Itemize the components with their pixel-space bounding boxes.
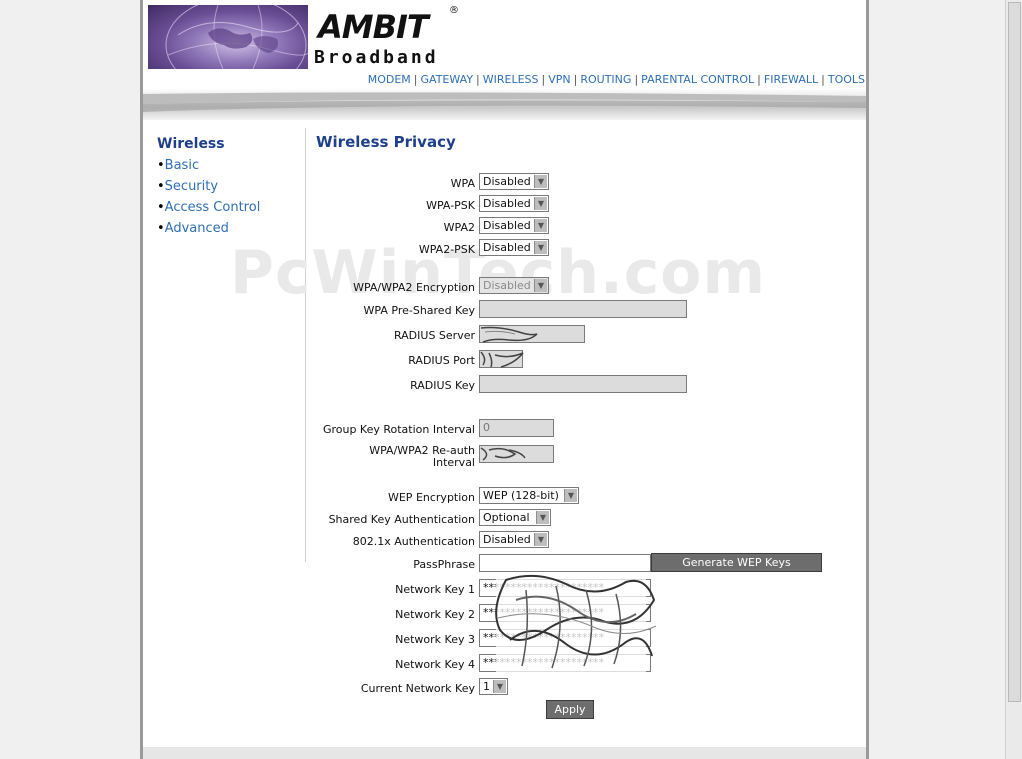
nav-routing[interactable]: ROUTING bbox=[580, 73, 632, 86]
network-key-3-input[interactable]: ********************** bbox=[479, 629, 651, 647]
dot1x-auth-select-value: Disabled bbox=[483, 533, 531, 546]
wpa-psk-select[interactable]: Disabled▼ bbox=[479, 195, 549, 212]
wpa-select-value: Disabled bbox=[483, 175, 531, 188]
wpa2-label: WPA2 bbox=[443, 221, 475, 234]
sidebar-menu: •Basic •Security •Access Control •Advanc… bbox=[157, 157, 260, 241]
wpa2-select[interactable]: Disabled▼ bbox=[479, 217, 549, 234]
chevron-down-icon: ▼ bbox=[564, 489, 577, 502]
radius-server-label: RADIUS Server bbox=[393, 329, 475, 342]
network-key-2-input[interactable]: ********************** bbox=[479, 604, 651, 622]
passphrase-input[interactable] bbox=[479, 554, 651, 572]
chevron-down-icon: ▼ bbox=[534, 533, 547, 546]
nav-separator: | bbox=[573, 73, 578, 86]
chevron-down-icon: ▼ bbox=[534, 279, 547, 292]
brand-logo-ambit: AMBIT bbox=[318, 8, 429, 46]
apply-button[interactable]: Apply bbox=[546, 700, 594, 719]
radius-port-label: RADIUS Port bbox=[408, 354, 475, 367]
nav-tools[interactable]: TOOLS bbox=[827, 73, 865, 86]
wpa2-select-value: Disabled bbox=[483, 219, 531, 232]
current-network-key-select[interactable]: 1▼ bbox=[479, 678, 508, 695]
footer-bar bbox=[143, 747, 866, 759]
nav-separator: | bbox=[757, 73, 761, 86]
nav-firewall[interactable]: FIREWALL bbox=[763, 73, 819, 86]
brand-tagline: Broadband bbox=[314, 47, 439, 68]
chevron-down-icon: ▼ bbox=[534, 219, 547, 232]
sidebar-item-access-control: •Access Control bbox=[157, 200, 261, 215]
psk-label: WPA Pre-Shared Key bbox=[363, 304, 475, 317]
current-network-key-label: Current Network Key bbox=[360, 682, 475, 695]
nav-separator: | bbox=[541, 73, 546, 86]
wpa-label: WPA bbox=[450, 177, 475, 190]
nav-gateway[interactable]: GATEWAY bbox=[420, 73, 474, 86]
reauth-interval-label-line1: WPA/WPA2 Re-auth bbox=[369, 444, 475, 457]
chevron-down-icon: ▼ bbox=[493, 680, 506, 693]
wpa2-psk-select[interactable]: Disabled▼ bbox=[479, 239, 549, 256]
passphrase-label: PassPhrase bbox=[413, 558, 475, 571]
nav-wireless[interactable]: WIRELESS bbox=[482, 73, 539, 86]
header-swoosh-divider bbox=[143, 88, 866, 120]
nav-separator: | bbox=[413, 73, 418, 86]
group-key-rotation-input[interactable]: 0 bbox=[479, 419, 554, 437]
wep-encryption-select[interactable]: WEP (128-bit) ▼ bbox=[479, 487, 579, 504]
nav-separator: | bbox=[476, 73, 480, 86]
sidebar-link-access-control[interactable]: Access Control bbox=[164, 200, 261, 215]
shared-key-auth-select-value: Optional bbox=[483, 511, 530, 524]
scrollbar-thumb[interactable] bbox=[1008, 2, 1021, 702]
wpa-encryption-select-value: Disabled bbox=[483, 279, 531, 292]
wpa-encryption-label: WPA/WPA2 Encryption bbox=[353, 281, 475, 294]
radius-key-input[interactable] bbox=[479, 375, 687, 393]
chevron-down-icon: ▼ bbox=[534, 175, 547, 188]
reauth-interval-label-line2: Interval bbox=[432, 456, 475, 469]
nav-separator: | bbox=[821, 73, 825, 86]
page-title: Wireless Privacy bbox=[316, 133, 456, 151]
wpa-psk-select-value: Disabled bbox=[483, 197, 531, 210]
sidebar-item-security: •Security bbox=[157, 179, 219, 194]
sidebar-link-security[interactable]: Security bbox=[164, 179, 219, 194]
registered-mark: ® bbox=[449, 5, 459, 16]
wep-encryption-label: WEP Encryption bbox=[387, 491, 475, 504]
chevron-down-icon: ▼ bbox=[536, 511, 549, 524]
shared-key-auth-select[interactable]: Optional ▼ bbox=[479, 509, 551, 526]
wep-encryption-select-value: WEP (128-bit) bbox=[483, 489, 559, 502]
sidebar-link-basic[interactable]: Basic bbox=[164, 158, 200, 173]
reauth-interval-input[interactable] bbox=[479, 445, 554, 463]
network-key-1-input[interactable]: ********************** bbox=[479, 579, 651, 597]
wpa-encryption-select[interactable]: Disabled▼ bbox=[479, 277, 549, 294]
globe-banner-image bbox=[148, 5, 308, 69]
sidebar-item-advanced: •Advanced bbox=[157, 221, 229, 236]
nav-vpn[interactable]: VPN bbox=[548, 73, 571, 86]
vertical-scrollbar[interactable] bbox=[1005, 0, 1022, 759]
dot1x-auth-label: 802.1x Authentication bbox=[352, 535, 475, 548]
wpa2-psk-select-value: Disabled bbox=[483, 241, 531, 254]
sidebar-link-advanced[interactable]: Advanced bbox=[164, 221, 229, 236]
dot1x-auth-select[interactable]: Disabled▼ bbox=[479, 531, 549, 548]
network-key-4-input[interactable]: ********************** bbox=[479, 654, 651, 672]
wpa-select[interactable]: Disabled▼ bbox=[479, 173, 549, 190]
current-network-key-select-value: 1 bbox=[483, 680, 490, 693]
chevron-down-icon: ▼ bbox=[534, 197, 547, 210]
radius-key-label: RADIUS Key bbox=[410, 379, 475, 392]
network-key-2-label: Network Key 2 bbox=[395, 608, 475, 621]
chevron-down-icon: ▼ bbox=[534, 241, 547, 254]
shared-key-auth-label: Shared Key Authentication bbox=[328, 513, 475, 526]
radius-server-input[interactable] bbox=[479, 325, 585, 343]
sidebar-title: Wireless bbox=[157, 136, 225, 152]
top-navigation: MODEM|GATEWAY|WIRELESS|VPN|ROUTING|PAREN… bbox=[320, 73, 865, 86]
nav-parental-control[interactable]: PARENTAL CONTROL bbox=[641, 73, 755, 86]
generate-wep-keys-button[interactable]: Generate WEP Keys bbox=[651, 553, 822, 572]
wpa2-psk-label: WPA2-PSK bbox=[418, 243, 475, 256]
nav-separator: | bbox=[634, 73, 639, 86]
nav-modem[interactable]: MODEM bbox=[367, 73, 411, 86]
network-key-1-label: Network Key 1 bbox=[395, 583, 475, 596]
group-key-rotation-label: Group Key Rotation Interval bbox=[322, 423, 475, 436]
psk-input[interactable] bbox=[479, 300, 687, 318]
network-key-4-label: Network Key 4 bbox=[395, 658, 475, 671]
network-key-3-label: Network Key 3 bbox=[395, 633, 475, 646]
sidebar-item-basic: •Basic bbox=[157, 158, 200, 173]
radius-port-input[interactable] bbox=[479, 350, 523, 368]
sidebar-divider bbox=[305, 128, 306, 562]
wpa-psk-label: WPA-PSK bbox=[426, 199, 475, 212]
